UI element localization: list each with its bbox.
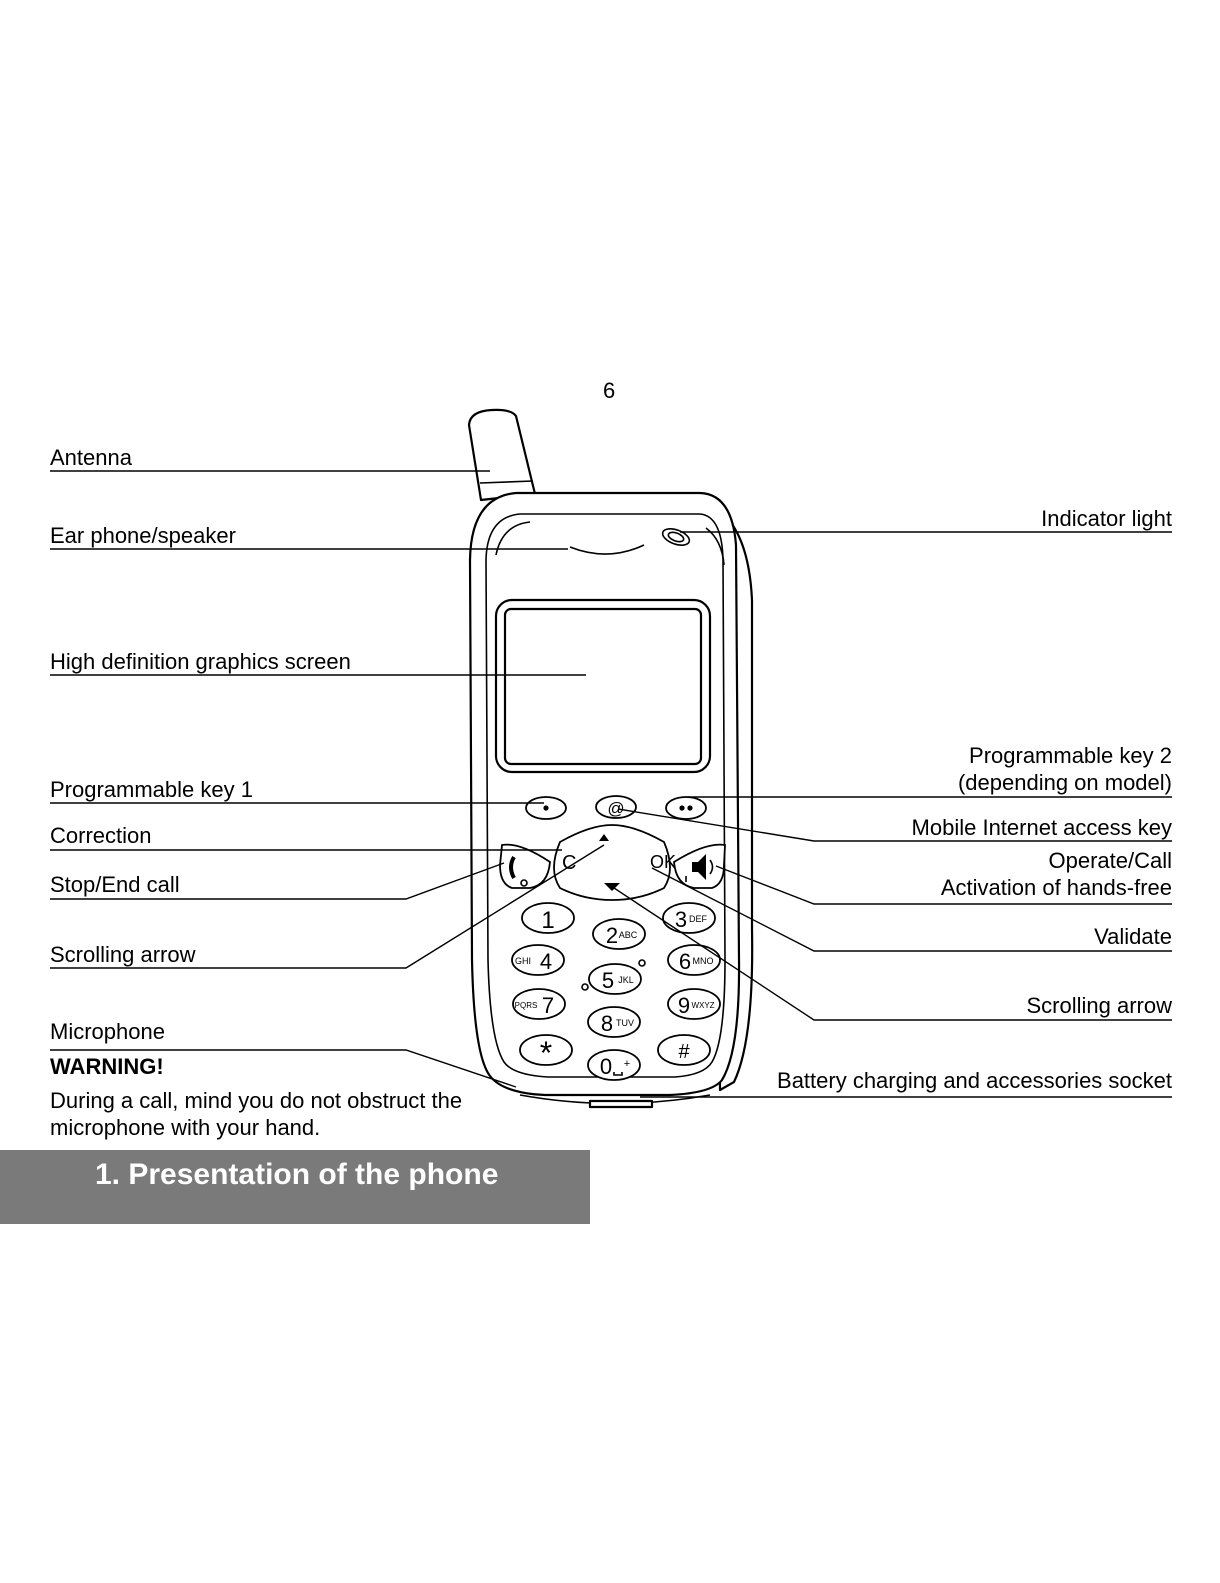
screen bbox=[503, 607, 703, 766]
at-key-label: @ bbox=[607, 799, 624, 818]
svg-text:WXYZ: WXYZ bbox=[691, 1001, 714, 1010]
svg-text:6: 6 bbox=[679, 949, 691, 974]
validate-key[interactable]: OK bbox=[650, 852, 676, 872]
svg-text:#: # bbox=[678, 1041, 690, 1063]
key-9[interactable]: 9 WXYZ bbox=[667, 988, 721, 1020]
keypad: 1 2 ABC 3 DEF GHI 4 5 JKL bbox=[511, 902, 721, 1081]
label-screen: High definition graphics screen bbox=[50, 649, 351, 674]
programmable-key-2[interactable] bbox=[665, 796, 707, 820]
key-4[interactable]: GHI 4 bbox=[511, 944, 565, 976]
key-6[interactable]: 6 MNO bbox=[667, 944, 721, 976]
navigation-pad[interactable] bbox=[553, 824, 671, 901]
label-scrolling-arrow-up: Scrolling arrow bbox=[50, 942, 196, 967]
end-call-dot-icon bbox=[520, 879, 528, 887]
battery-socket bbox=[588, 1099, 654, 1109]
face-highlight-left bbox=[495, 521, 531, 556]
right-annotations: Indicator light Programmable key 2 (depe… bbox=[613, 506, 1173, 1098]
key-1[interactable]: 1 bbox=[521, 902, 575, 934]
stop-end-call-key[interactable] bbox=[499, 843, 551, 889]
svg-text:9: 9 bbox=[678, 993, 690, 1018]
svg-text:3: 3 bbox=[675, 907, 687, 932]
antenna-shape bbox=[467, 408, 537, 502]
warning-title: WARNING! bbox=[50, 1054, 164, 1079]
svg-text:0: 0 bbox=[600, 1054, 612, 1079]
sound-wave-icon bbox=[709, 859, 714, 875]
indicator-light bbox=[661, 528, 691, 546]
scroll-up-arrow-icon[interactable] bbox=[599, 834, 609, 841]
svg-text:DEF: DEF bbox=[689, 914, 708, 924]
mobile-internet-key[interactable]: @ bbox=[595, 795, 637, 819]
page-number: 6 bbox=[603, 378, 615, 403]
svg-text:TUV: TUV bbox=[616, 1018, 634, 1028]
operate-call-key[interactable] bbox=[673, 843, 726, 889]
label-antenna: Antenna bbox=[50, 445, 133, 470]
label-stop-end-call: Stop/End call bbox=[50, 872, 180, 897]
key-5[interactable]: 5 JKL bbox=[588, 963, 642, 995]
svg-text:+: + bbox=[624, 1058, 630, 1070]
section-banner bbox=[0, 1150, 590, 1224]
svg-text:MNO: MNO bbox=[693, 956, 714, 966]
label-correction: Correction bbox=[50, 823, 151, 848]
scroll-down-arrow-icon[interactable] bbox=[604, 883, 620, 891]
label-mobile-internet-key: Mobile Internet access key bbox=[912, 815, 1172, 840]
svg-text:7: 7 bbox=[542, 993, 554, 1018]
keypad-dot-icon bbox=[581, 983, 589, 991]
svg-text:4: 4 bbox=[540, 949, 552, 974]
speaker-icon bbox=[692, 854, 706, 880]
label-battery-socket: Battery charging and accessories socket bbox=[777, 1068, 1172, 1093]
svg-text:ABC: ABC bbox=[619, 930, 638, 940]
label-scrolling-arrow-down: Scrolling arrow bbox=[1027, 993, 1173, 1018]
label-programmable-key-2-note: (depending on model) bbox=[958, 770, 1172, 795]
key-hash[interactable]: # bbox=[657, 1034, 711, 1066]
warning-line-2: microphone with your hand. bbox=[50, 1115, 320, 1140]
svg-text:JKL: JKL bbox=[618, 975, 634, 985]
key-3[interactable]: 3 DEF bbox=[662, 902, 716, 934]
key-0[interactable]: 0 + bbox=[587, 1049, 641, 1081]
section-title: 1. Presentation of the phone bbox=[95, 1158, 499, 1191]
svg-text:5: 5 bbox=[602, 968, 614, 993]
warning-line-1: During a call, mind you do not obstruct … bbox=[50, 1088, 462, 1113]
svg-text:PQRS: PQRS bbox=[515, 1001, 538, 1010]
key-2[interactable]: 2 ABC bbox=[592, 918, 646, 950]
label-microphone: Microphone bbox=[50, 1019, 165, 1044]
phone-illustration: @ C OK 1 bbox=[467, 408, 754, 1109]
svg-text:2: 2 bbox=[606, 923, 618, 948]
key-star[interactable]: * bbox=[519, 1034, 573, 1071]
label-operate-call: Operate/Call bbox=[1048, 848, 1172, 873]
svg-text:GHI: GHI bbox=[515, 956, 531, 966]
svg-text:*: * bbox=[540, 1035, 552, 1071]
label-indicator-light: Indicator light bbox=[1041, 506, 1172, 531]
label-programmable-key-2: Programmable key 2 bbox=[969, 743, 1172, 768]
svg-text:1: 1 bbox=[541, 907, 554, 934]
face-highlight-right bbox=[705, 527, 725, 566]
label-earphone: Ear phone/speaker bbox=[50, 523, 236, 548]
antenna-ring bbox=[479, 480, 534, 484]
label-validate: Validate bbox=[1094, 924, 1172, 949]
svg-text:8: 8 bbox=[601, 1011, 613, 1036]
warning-note: WARNING! During a call, mind you do not … bbox=[50, 1054, 462, 1140]
keypad-dot-icon bbox=[638, 959, 646, 967]
earphone-slot bbox=[569, 544, 645, 555]
key-7[interactable]: PQRS 7 bbox=[512, 988, 566, 1020]
programmable-key-1[interactable] bbox=[525, 796, 567, 820]
label-programmable-key-1: Programmable key 1 bbox=[50, 777, 253, 802]
label-hands-free: Activation of hands-free bbox=[941, 875, 1172, 900]
left-annotations: Antenna Ear phone/speaker High definitio… bbox=[50, 445, 605, 1088]
key-8[interactable]: 8 TUV bbox=[587, 1006, 641, 1038]
phone-handset-icon bbox=[509, 855, 516, 879]
